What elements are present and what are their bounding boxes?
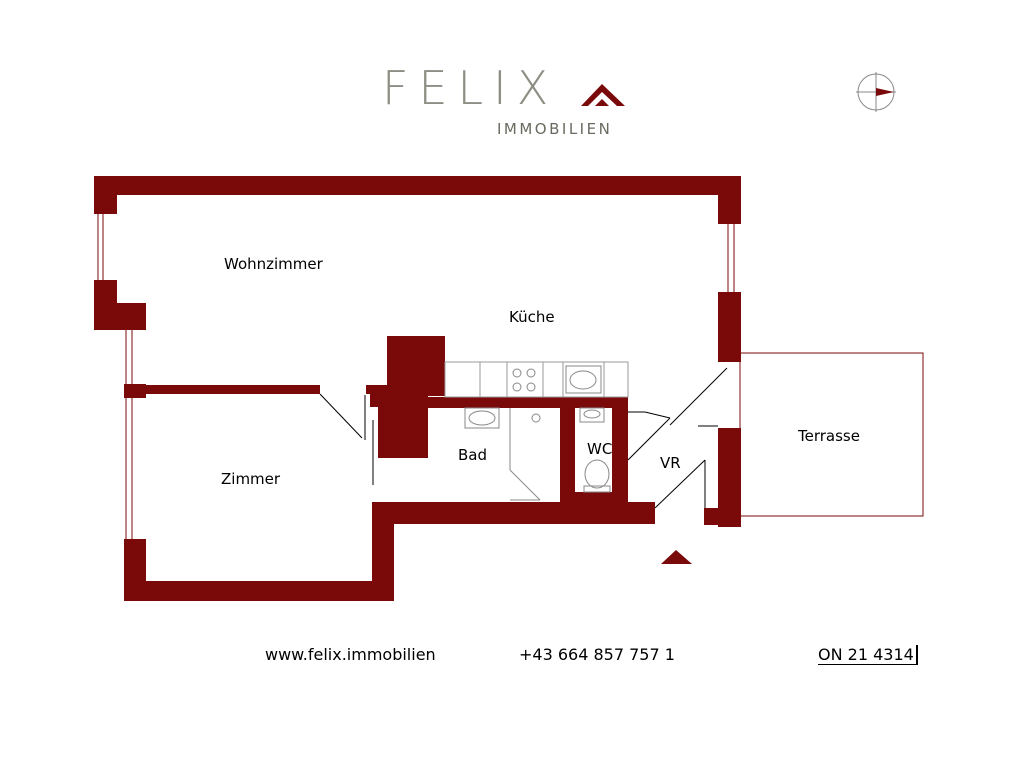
shower-icon: [509, 408, 541, 501]
windows: [97, 214, 735, 539]
room-label-zimmer: Zimmer: [221, 470, 281, 488]
entrance-arrow-icon: [661, 550, 692, 564]
logo-roof-inner: [595, 99, 609, 106]
room-label-wohnzimmer: Wohnzimmer: [224, 255, 324, 273]
footer-website: www.felix.immobilien: [265, 645, 436, 664]
stove-icon: [512, 368, 536, 392]
logo-roof-mark: [581, 84, 625, 106]
room-label-wc: WC: [587, 440, 612, 458]
walls: [94, 176, 741, 601]
felix-logo: FELIX IMMOBILIEN: [382, 62, 625, 138]
toilet-icon: [583, 459, 611, 493]
doors: [319, 367, 728, 509]
kitchen-counter: [444, 361, 629, 398]
footer-phone: +43 664 857 757 1: [519, 645, 675, 664]
wc-washbasin-icon: [579, 407, 605, 423]
room-label-terrasse: Terrasse: [797, 427, 860, 445]
footer-reference: ON 21 4314: [818, 645, 918, 665]
kitchen-sink-icon: [565, 365, 602, 394]
bath-washbasin-icon: [464, 407, 500, 429]
brand-subtitle: IMMOBILIEN: [497, 120, 612, 138]
brand-name: FELIX: [382, 62, 558, 115]
room-label-kueche: Küche: [509, 308, 555, 326]
compass-icon: [856, 72, 896, 112]
room-label-bad: Bad: [458, 446, 487, 464]
room-label-vr: VR: [660, 454, 681, 472]
